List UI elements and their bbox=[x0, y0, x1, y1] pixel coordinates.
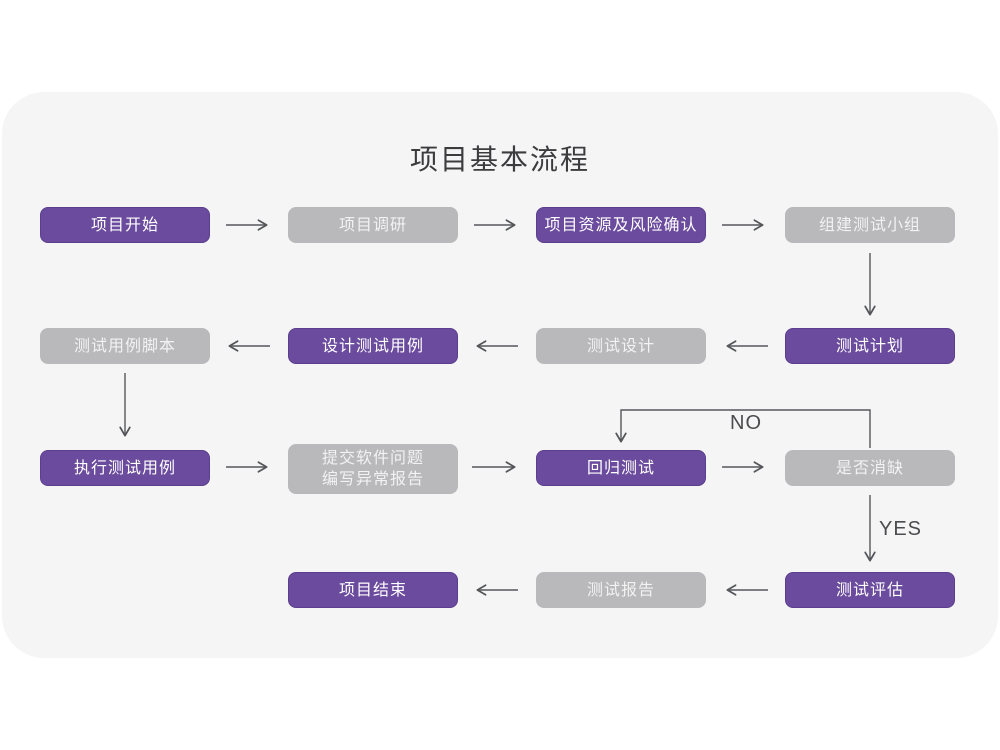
node-test-design: 测试设计 bbox=[536, 328, 706, 364]
node-defect-resolved: 是否消缺 bbox=[785, 450, 955, 486]
node-project-research: 项目调研 bbox=[288, 207, 458, 243]
node-test-case-script: 测试用例脚本 bbox=[40, 328, 210, 364]
edge-label-yes: YES bbox=[879, 518, 923, 540]
node-project-start: 项目开始 bbox=[40, 207, 210, 243]
node-design-test-cases: 设计测试用例 bbox=[288, 328, 458, 364]
node-test-evaluation: 测试评估 bbox=[785, 572, 955, 608]
node-execute-test-cases: 执行测试用例 bbox=[40, 450, 210, 486]
node-build-test-team: 组建测试小组 bbox=[785, 207, 955, 243]
flowchart-card bbox=[2, 92, 998, 658]
page-title: 项目基本流程 bbox=[409, 144, 590, 175]
node-regression-test: 回归测试 bbox=[536, 450, 706, 486]
node-test-report: 测试报告 bbox=[536, 572, 706, 608]
node-test-plan: 测试计划 bbox=[785, 328, 955, 364]
edge-label-no: NO bbox=[730, 412, 762, 434]
node-project-end: 项目结束 bbox=[288, 572, 458, 608]
node-submit-issue-report: 提交软件问题 编写异常报告 bbox=[288, 444, 458, 494]
node-resource-risk-confirm: 项目资源及风险确认 bbox=[536, 207, 706, 243]
